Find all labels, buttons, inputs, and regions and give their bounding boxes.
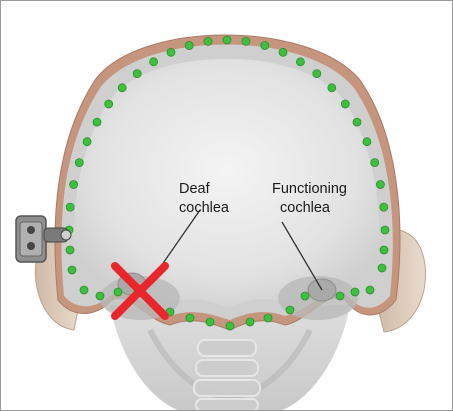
green-dot (261, 42, 269, 50)
functioning-cochlea-label-line2: cochlea (280, 200, 331, 216)
green-dot (206, 318, 214, 326)
green-dot (313, 70, 321, 78)
green-dot (376, 181, 384, 189)
green-dot (204, 37, 212, 45)
functioning-cochlea-label-line1: Functioning (272, 181, 347, 197)
green-dot (242, 37, 250, 45)
green-dot (114, 288, 122, 296)
green-dot (366, 286, 374, 294)
deaf-cochlea-label-line2: cochlea (179, 200, 230, 216)
green-dot (118, 84, 126, 92)
green-dot (66, 203, 74, 211)
green-dot (96, 292, 104, 300)
green-dot (363, 138, 371, 146)
green-dot (279, 48, 287, 56)
green-dot (66, 246, 74, 254)
green-dot (167, 48, 175, 56)
spine-vertebrae (194, 340, 260, 411)
green-dot (286, 306, 294, 314)
green-dot (328, 84, 336, 92)
green-dot (223, 36, 231, 44)
green-dot (70, 181, 78, 189)
green-dot (378, 264, 386, 272)
green-dot (246, 318, 254, 326)
green-dot (80, 286, 88, 294)
green-dot (353, 118, 361, 126)
green-dot (296, 58, 304, 66)
green-dot (380, 246, 388, 254)
green-dot (336, 292, 344, 300)
green-dot (371, 159, 379, 167)
green-dot (75, 159, 83, 167)
green-dot (68, 266, 76, 274)
green-dot (301, 292, 309, 300)
green-dot (105, 100, 113, 108)
green-dot (351, 288, 359, 296)
green-dot (83, 138, 91, 146)
green-dot (381, 226, 389, 234)
deaf-cochlea-label-line1: Deaf (179, 181, 211, 197)
green-dot (186, 314, 194, 322)
green-dot (380, 203, 388, 211)
green-dot (185, 42, 193, 50)
green-dot (133, 70, 141, 78)
green-dot (226, 322, 234, 330)
green-dot (264, 314, 272, 322)
green-dot (150, 58, 158, 66)
green-dot (341, 100, 349, 108)
green-dot (93, 118, 101, 126)
